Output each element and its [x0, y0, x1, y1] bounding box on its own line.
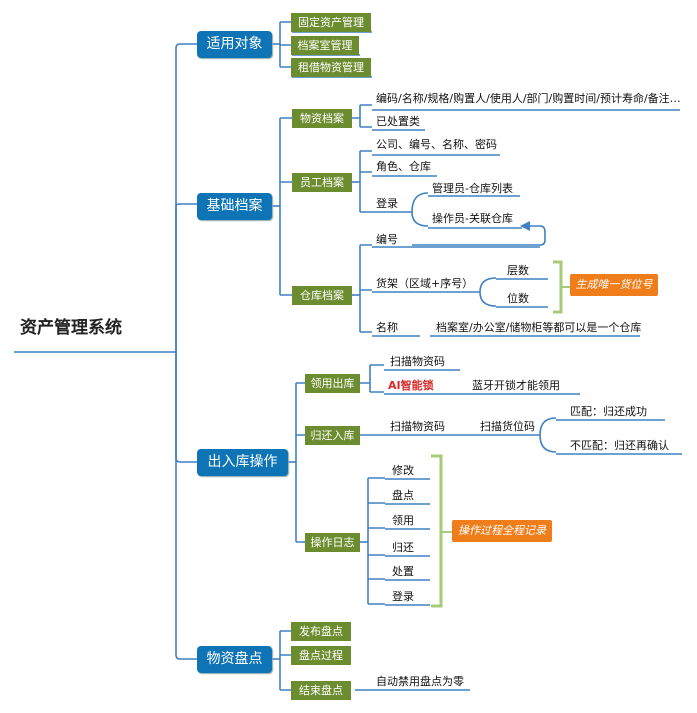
staff-role: 角色、仓库	[376, 160, 431, 173]
scope-item-rental[interactable]: 租借物资管理	[291, 58, 371, 77]
oplog-item-return: 归还	[392, 541, 414, 554]
checkout-topic[interactable]: 领用出库	[305, 374, 360, 393]
oplog-item-checkout: 领用	[392, 514, 414, 527]
warehouse-archive[interactable]: 仓库档案	[292, 286, 352, 305]
material-disposed: 已处置类	[376, 115, 420, 128]
checkout-ai-lock: AI智能锁	[388, 379, 434, 392]
oplog-item-modify: 修改	[392, 464, 414, 477]
inventory-finish[interactable]: 结束盘点	[291, 681, 351, 700]
oplog-item-inventory: 盘点	[392, 489, 414, 502]
topic-scope[interactable]: 适用对象	[197, 31, 272, 58]
material-fields: 编码/名称/规格/购置人/使用人/部门/购置时间/预计寿命/备注…	[376, 92, 681, 105]
checkout-scan: 扫描物资码	[390, 355, 445, 368]
staff-operator: 操作员-关联仓库	[432, 212, 513, 225]
warehouse-position: 位数	[507, 292, 529, 305]
callout-unique-location: 生成唯一货位号	[570, 274, 658, 296]
scope-item-archive-room[interactable]: 档案室管理	[291, 36, 359, 55]
oplog-item-dispose: 处置	[392, 565, 414, 578]
topic-inventory[interactable]: 物资盘点	[197, 646, 272, 673]
material-archive[interactable]: 物资档案	[292, 109, 352, 128]
staff-admin: 管理员-仓库列表	[432, 182, 513, 195]
inventory-process[interactable]: 盘点过程	[291, 646, 351, 665]
inventory-finish-note: 自动禁用盘点为零	[376, 675, 464, 688]
scope-item-fixed-asset[interactable]: 固定资产管理	[291, 13, 371, 32]
staff-login: 登录	[376, 197, 398, 210]
warehouse-shelf: 货架（区域+序号）	[376, 277, 474, 290]
warehouse-name: 名称	[376, 321, 398, 334]
return-match: 匹配：归还成功	[570, 405, 647, 418]
inventory-publish[interactable]: 发布盘点	[291, 622, 351, 641]
return-topic[interactable]: 归还入库	[305, 426, 360, 445]
warehouse-layer: 层数	[507, 264, 529, 277]
topic-basic-archive[interactable]: 基础档案	[197, 193, 272, 220]
topic-in-out-operation[interactable]: 出入库操作	[197, 449, 288, 476]
staff-info: 公司、编号、名称、密码	[376, 138, 497, 151]
oplog-item-login: 登录	[392, 590, 414, 603]
oplog-topic[interactable]: 操作日志	[305, 533, 360, 552]
return-scan: 扫描物资码	[390, 420, 445, 433]
warehouse-code: 编号	[376, 233, 398, 246]
root-topic: 资产管理系统	[20, 318, 122, 338]
checkout-bluetooth: 蓝牙开锁才能领用	[472, 379, 560, 392]
return-nomatch: 不匹配：归还再确认	[570, 439, 669, 452]
warehouse-name-note: 档案室/办公室/储物柜等都可以是一个仓库	[436, 321, 642, 334]
return-scan-location: 扫描货位码	[480, 420, 535, 433]
callout-full-record: 操作过程全程记录	[452, 520, 552, 542]
staff-archive[interactable]: 员工档案	[292, 173, 352, 192]
